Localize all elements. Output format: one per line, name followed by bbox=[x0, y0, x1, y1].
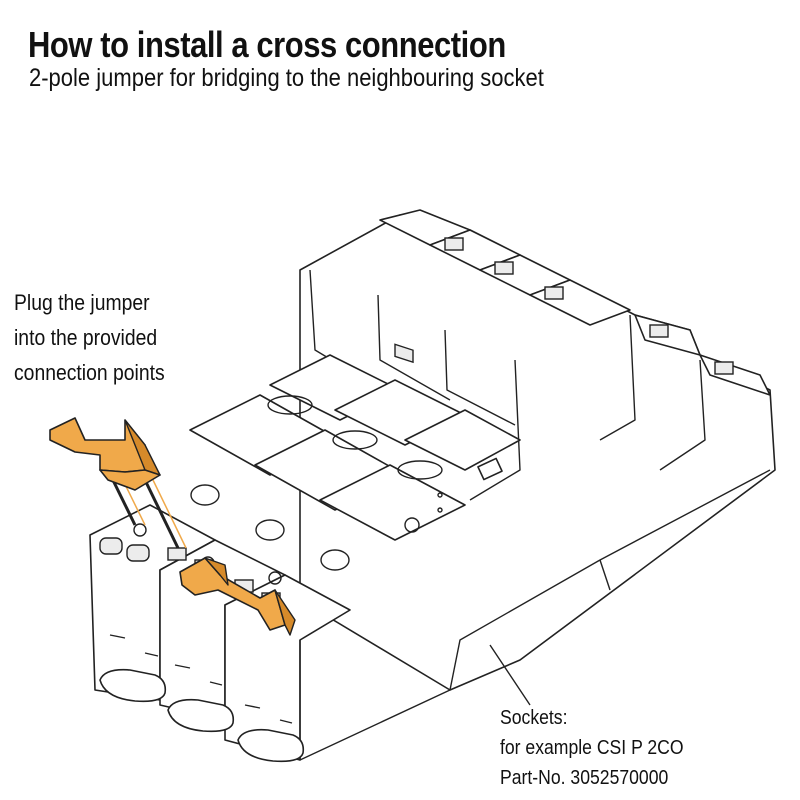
jumper-instruction-text: Plug the jumper into the provided connec… bbox=[14, 285, 165, 390]
page-title: How to install a cross connection bbox=[28, 24, 506, 65]
sockets-label-line: Sockets: bbox=[500, 707, 568, 729]
jumper-instruction-line: Plug the jumper bbox=[14, 290, 150, 315]
page-subtitle: 2-pole jumper for bridging to the neighb… bbox=[29, 64, 544, 92]
sockets-label-line: Part-No. 3052570000 bbox=[500, 767, 669, 789]
sockets-label-text: Sockets: for example CSI P 2CO Part-No. … bbox=[500, 703, 684, 793]
jumper-installed bbox=[179, 557, 296, 636]
sockets-label-line: for example CSI P 2CO bbox=[500, 737, 684, 759]
jumper-instruction-line: connection points bbox=[14, 360, 165, 385]
jumper-lifted bbox=[49, 417, 187, 549]
relay-cradles bbox=[189, 354, 521, 571]
sockets-leader-line bbox=[489, 644, 531, 706]
socket-rear-body bbox=[299, 209, 776, 691]
jumper-instruction-line: into the provided bbox=[14, 325, 158, 350]
